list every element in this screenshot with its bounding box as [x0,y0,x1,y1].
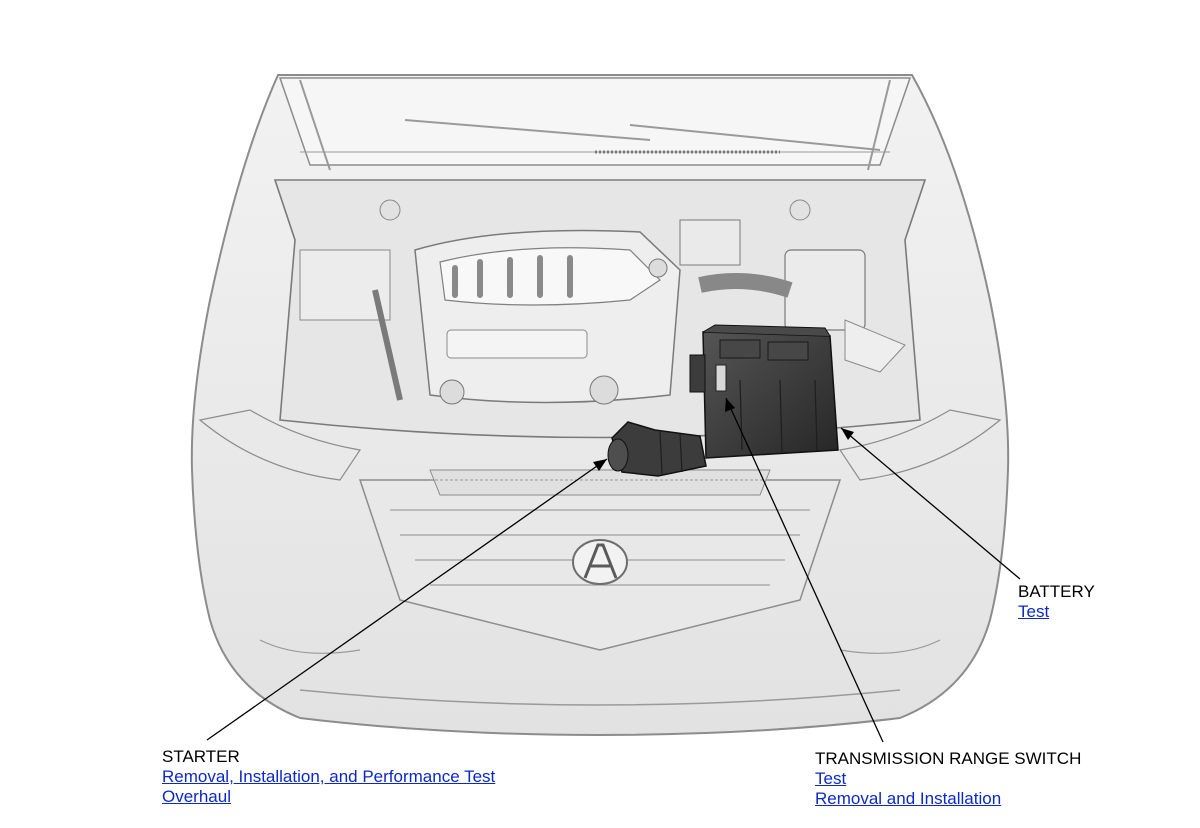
starter-callout: STARTER Removal, Installation, and Perfo… [162,747,495,807]
emblem-logo [572,539,628,585]
battery-callout: BATTERY Test [1018,582,1095,622]
battery-component [689,324,839,459]
transmission-range-switch-test-link[interactable]: Test [815,769,847,788]
left-bay-components [299,199,811,401]
starter-removal-installation-performance-test-link[interactable]: Removal, Installation, and Performance T… [162,767,496,786]
air-intake [679,219,906,373]
starter-arrowhead [593,459,607,471]
battery-test-link[interactable]: Test [1018,602,1050,621]
lower-bumper [259,639,941,706]
battery-leader-line [840,427,1021,580]
battery-label: BATTERY [1018,582,1095,601]
starter-overhaul-link[interactable]: Overhaul [162,787,231,806]
trs-arrowhead [725,398,735,412]
transmission-range-switch-label: TRANSMISSION RANGE SWITCH [815,749,1082,768]
trs-leader-line [725,397,884,743]
leader-lines [206,397,1021,743]
transmission-range-switch-component [715,364,727,392]
starter-leader-line [206,458,608,741]
transmission-range-switch-removal-installation-link[interactable]: Removal and Installation [815,789,1002,808]
engine-cover [414,229,681,405]
transmission-range-switch-callout: TRANSMISSION RANGE SWITCH Test Removal a… [815,749,1081,809]
starter-component [607,421,707,477]
leader-arrowheads [593,398,854,471]
starter-label: STARTER [162,747,240,766]
battery-arrowhead [841,428,854,440]
